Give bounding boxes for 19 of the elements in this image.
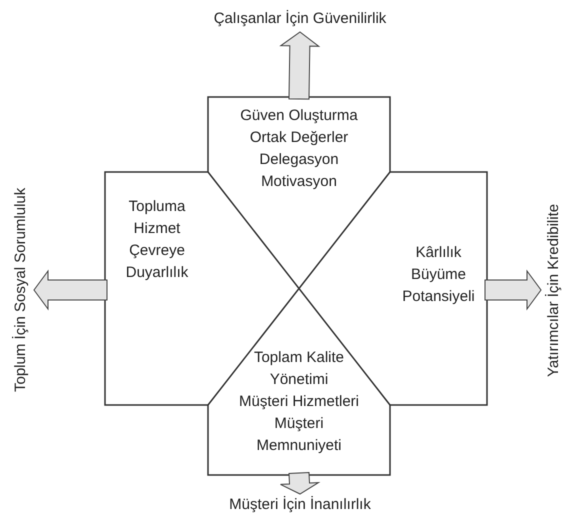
block-arrow [280, 472, 320, 495]
outcome-label: Toplum İçin Sosyal Sorumluluk [11, 188, 30, 392]
region-text: Kârlılık [416, 243, 462, 263]
region-text: Motivasyon [261, 172, 337, 192]
region-text: Topluma Hizmet [128, 197, 186, 239]
block-arrow [484, 269, 542, 311]
outcome-label: Yatırımcılar İçin Kredibilite [544, 203, 563, 377]
region-text: Çevreye Duyarlılık [124, 241, 190, 283]
region-text: Ortak Değerler [250, 128, 348, 148]
region-text: Delegasyon [259, 150, 339, 170]
region-text: Müşteri Memnuniyeti [255, 414, 343, 456]
region-text: Toplam Kalite Yönetimi [252, 348, 346, 390]
region-text: Müşteri Hizmetleri [238, 392, 359, 412]
block-arrow [279, 31, 320, 100]
outcome-label: Çalışanlar İçin Güvenilirlik [214, 9, 386, 29]
outcome-label: Müşteri İçin İnanılırlık [229, 495, 371, 515]
region-text: Güven Oluşturma [240, 106, 358, 126]
region-text: Büyüme Potansiyeli [401, 265, 476, 307]
block-arrow [33, 269, 108, 311]
